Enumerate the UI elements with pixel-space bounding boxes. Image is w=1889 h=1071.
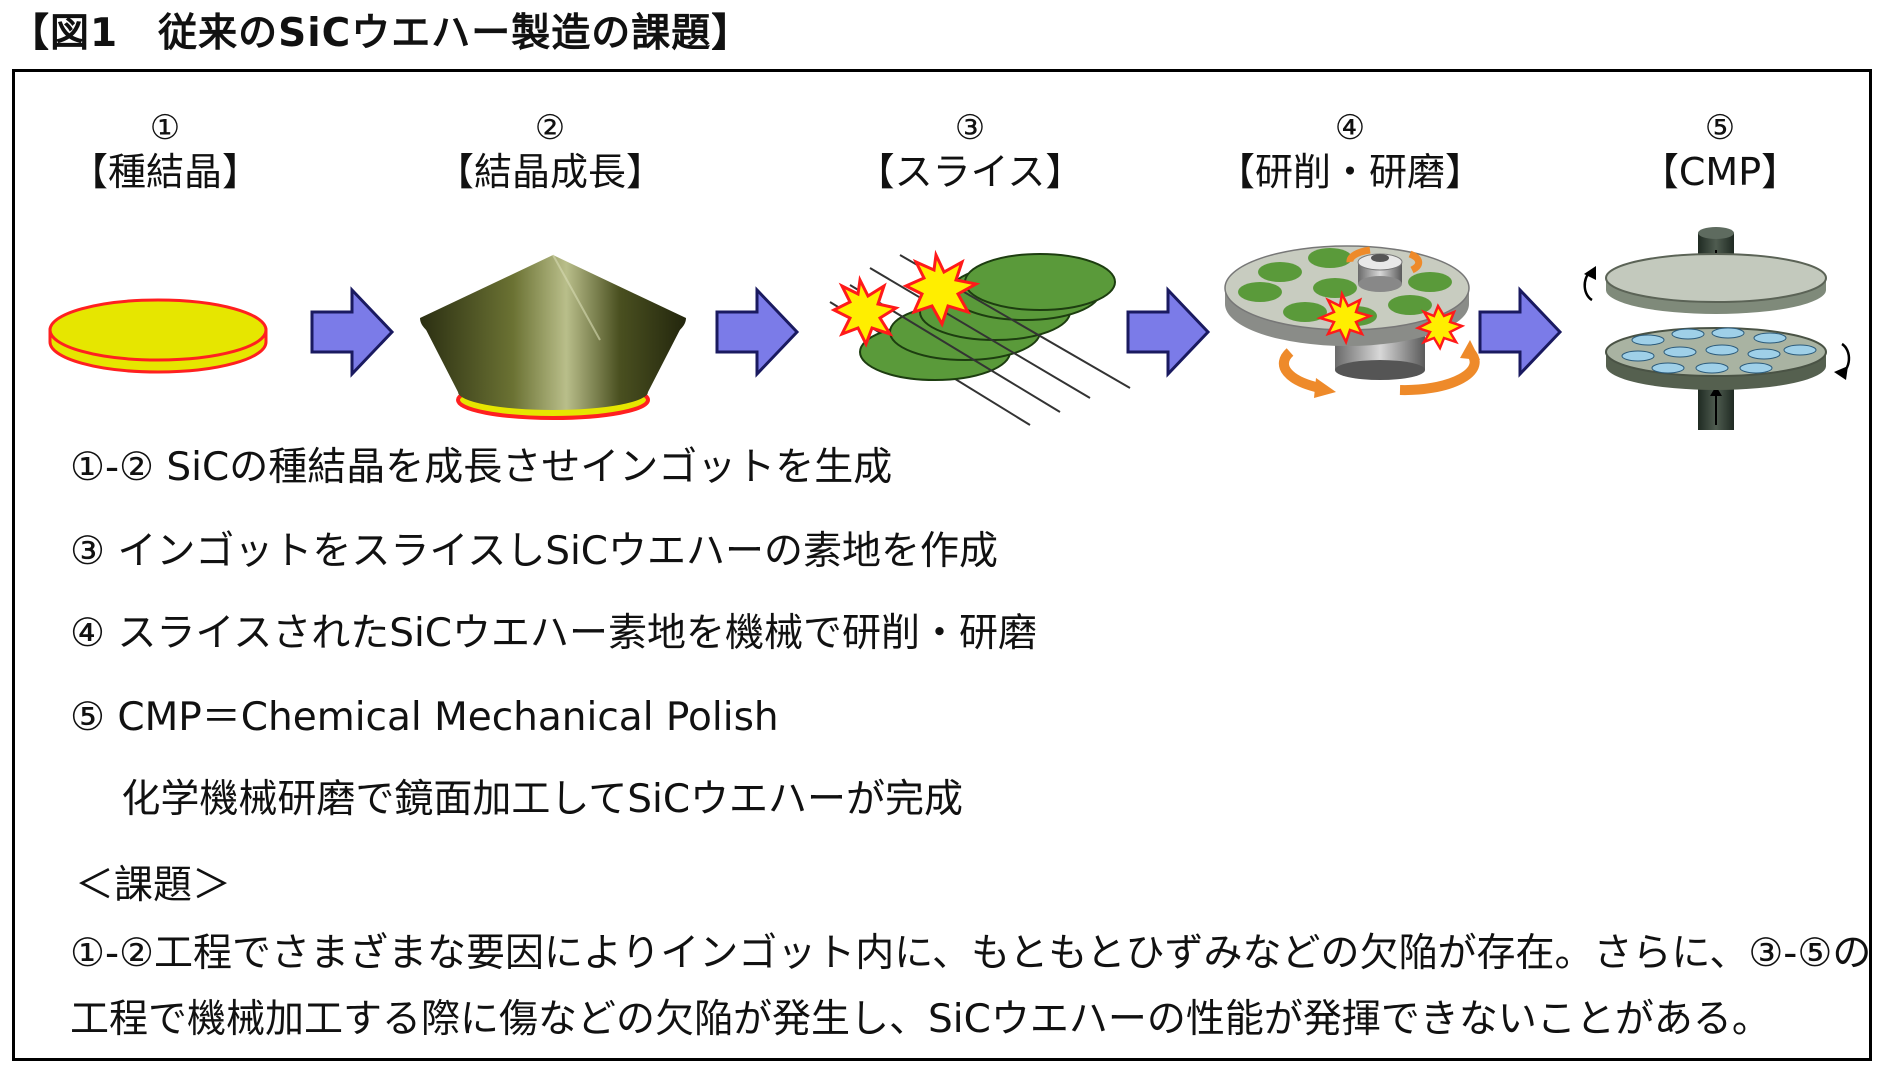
step-label: 【CMP】 — [1640, 150, 1800, 194]
rotation-arrow-icon — [1278, 246, 1480, 398]
step-grinding-polishing: ④ 【研削・研磨】 — [1190, 108, 1510, 196]
step-label: 【結晶成長】 — [435, 150, 664, 194]
sliced-wafers-icon — [829, 253, 1131, 426]
spark-icon — [902, 249, 981, 328]
issues-heading: ＜課題＞ — [75, 863, 232, 908]
description-step-5: ⑤ CMP＝Chemical Mechanical Polish — [70, 695, 779, 740]
step-label: 【スライス】 — [856, 150, 1084, 194]
description-step-4: ④ スライスされたSiCウエハー素地を機械で研削・研磨 — [70, 611, 1038, 656]
cmp-machine-icon — [1605, 227, 1827, 430]
spark-icon — [1316, 290, 1374, 346]
step-number: ④ — [1334, 108, 1366, 148]
rotation-arrow-icon — [1583, 266, 1851, 380]
arrow-right-icon — [715, 286, 800, 378]
description-steps-1-2: ①-② SiCの種結晶を成長させインゴットを生成 — [70, 445, 893, 490]
step-number: ② — [534, 108, 566, 148]
step-label: 【種結晶】 — [69, 150, 260, 194]
step-label: 【研削・研磨】 — [1216, 150, 1483, 194]
step-number: ③ — [954, 108, 986, 148]
step-slice: ③ 【スライス】 — [810, 108, 1130, 196]
seed-crystal-icon — [48, 298, 268, 374]
arrow-right-icon — [1126, 286, 1211, 378]
step-seed-crystal: ① 【種結晶】 — [5, 108, 325, 196]
step-crystal-growth: ② 【結晶成長】 — [390, 108, 710, 196]
arrow-right-icon — [310, 286, 395, 378]
spark-icon — [1414, 303, 1466, 351]
issue-line: ①-②工程でさまざまな要因によりインゴット内に、もともとひずみなどの欠陥が存在。… — [70, 931, 1872, 976]
step-number: ⑤ — [1704, 108, 1736, 148]
description-step-5-detail: 化学機械研磨で鏡面加工してSiCウエハーが完成 — [70, 777, 964, 822]
step-number: ① — [149, 108, 181, 148]
diagram-frame — [12, 69, 1872, 1061]
description-step-3: ③ インゴットをスライスしSiCウエハーの素地を作成 — [70, 529, 999, 574]
issue-line: 工程で機械加工する際に傷などの欠陥が発生し、SiCウエハーの性能が発揮できないこ… — [70, 997, 1771, 1042]
spark-icon — [830, 275, 900, 348]
arrow-right-icon — [1478, 286, 1563, 378]
grinding-machine-icon — [1224, 245, 1470, 380]
step-cmp: ⑤ 【CMP】 — [1560, 108, 1880, 196]
figure-title: 【図1 従来のSiCウエハー製造の課題】 — [10, 11, 752, 56]
ingot-icon — [420, 254, 686, 420]
process-illustration — [48, 227, 1851, 430]
